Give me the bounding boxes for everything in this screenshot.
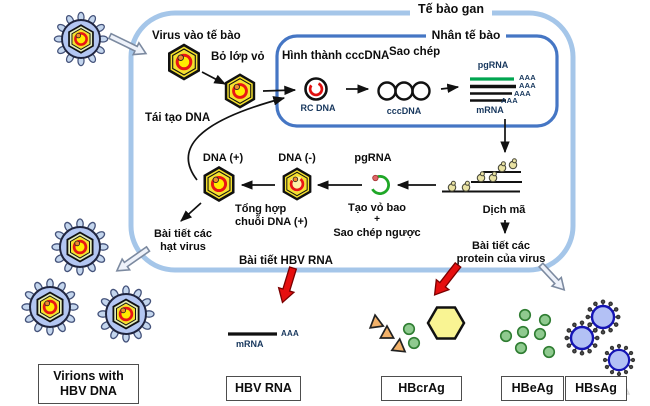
secrete-proteins-label-line1: Bài tiết các — [471, 240, 531, 252]
translation-icon — [442, 158, 522, 193]
mrna-transcript-label: mRNA — [476, 105, 504, 115]
dna-regeneration-label: Tái tạo DNA — [145, 112, 211, 124]
poly-a-label: AAA — [514, 88, 531, 98]
pgrna-transcript-label: pgRNA — [477, 60, 509, 70]
cccdna-label: cccDNA — [386, 106, 422, 116]
virus-entry-arrow — [107, 32, 148, 56]
hbeag-box-label: HBeAg — [511, 381, 554, 395]
secrete-virions-label-line1: Bài tiết các — [153, 228, 213, 240]
dna-plus-label: DNA (+) — [202, 152, 244, 164]
translation-label: Dịch mã — [482, 204, 526, 216]
virion-released-icon — [50, 217, 110, 277]
dna-minus-label: DNA (-) — [278, 152, 316, 164]
secrete-proteins-label-line2: protein của virus — [456, 253, 546, 265]
process-arrows — [180, 71, 510, 235]
hbsag-box: HBsAg — [565, 376, 627, 401]
nucleus-membrane — [275, 34, 559, 128]
pgrna-label: pgRNA — [354, 152, 392, 164]
protein-secretion-arrow — [433, 261, 462, 296]
hbeag-box: HBeAg — [501, 376, 564, 401]
poly-a-label: AAA — [519, 81, 536, 90]
hbv-rna-box-label: HBV RNA — [235, 381, 292, 395]
capsid-dna-minus-icon — [282, 167, 312, 201]
secrete-rna-label: Bài tiết HBV RNA — [239, 255, 333, 267]
secreted-poly-a-label: AAA — [281, 329, 299, 338]
membrane-transport-arrows — [107, 32, 566, 292]
hbsag-box-label: HBsAg — [575, 381, 617, 395]
cccdna-formation-label: Hình thành cccDNA — [282, 50, 390, 62]
capsid-uncoated-icon — [224, 73, 256, 109]
virion-entering-icon — [53, 11, 109, 67]
secrete-virions-label-line2: hạt virus — [160, 241, 206, 253]
pgrna-icon — [369, 174, 391, 196]
virions-box-line1: Virions with — [53, 369, 124, 383]
uncoating-label: Bỏ lớp vỏ — [211, 51, 265, 63]
rc-dna-label: RC DNA — [300, 103, 336, 113]
cell-membrane — [128, 10, 576, 273]
poly-a-label: AAA — [519, 73, 536, 82]
reverse-transcription-label: Sao chép ngược — [333, 227, 421, 239]
hbcrag-box: HBcrAg — [381, 376, 462, 401]
secreted-mrna-label: mRNA — [236, 339, 264, 349]
cccdna-icon — [377, 81, 431, 101]
nucleus-label: Nhân tế bào — [426, 28, 506, 43]
virions-box-line2: HBV DNA — [60, 384, 117, 398]
plus-sign: + — [374, 214, 380, 225]
virus-entry-label: Virus vào tế bào — [152, 30, 241, 42]
transcription-label: Sao chép — [389, 46, 441, 58]
empty-capsid-icon — [426, 306, 466, 340]
envelope-label: Tạo vỏ bao — [347, 202, 407, 214]
protein-exit-arrow — [537, 262, 566, 292]
transcripts-icon — [470, 77, 516, 102]
virions-box: Virions with HBV DNA — [38, 364, 139, 404]
hbcrag-box-label: HBcrAg — [398, 381, 445, 395]
virion-released-icon — [20, 277, 80, 337]
virion-released-icon — [96, 284, 156, 344]
rc-dna-icon — [304, 77, 328, 101]
cell-label: Tế bào gan — [410, 2, 492, 17]
virion-exit-arrow — [115, 245, 151, 272]
rna-secretion-arrow — [277, 266, 298, 304]
capsid-entering-icon — [167, 43, 201, 81]
hbeag-icons — [499, 308, 556, 359]
capsid-dna-plus-icon — [203, 166, 235, 202]
synthesis-label-line1: Tổng hợp — [235, 203, 287, 215]
poly-a-label: AAA — [501, 96, 518, 105]
hbcrag-icons — [367, 306, 466, 353]
hbv-rna-box: HBV RNA — [226, 376, 301, 401]
hbsag-icons — [564, 299, 636, 377]
secretion-arrows — [277, 261, 462, 304]
synthesis-label-line2: chuỗi DNA (+) — [235, 216, 308, 228]
